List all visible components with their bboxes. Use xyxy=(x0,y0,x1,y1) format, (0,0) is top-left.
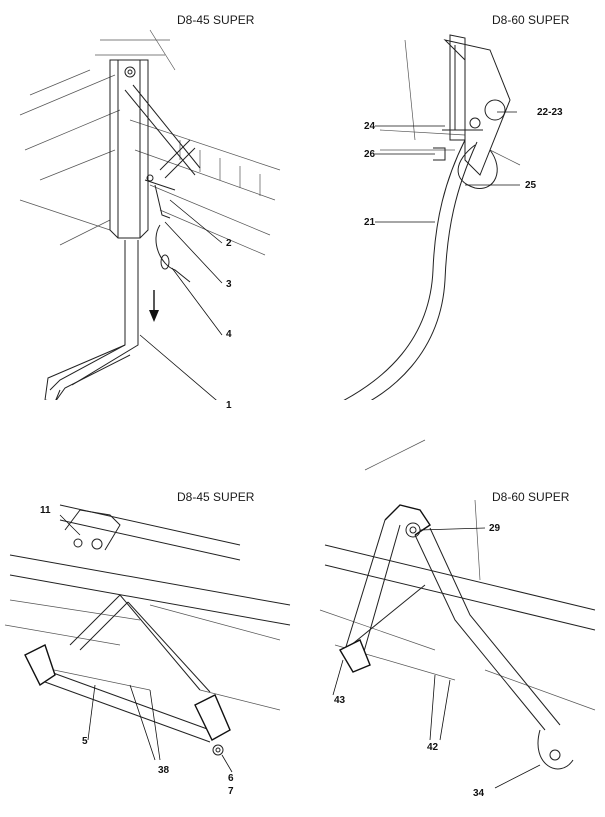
callout-label: 43 xyxy=(334,695,346,706)
s-tine-drawing xyxy=(343,34,521,400)
drawbar-drawing xyxy=(4,504,291,773)
callout-label: 38 xyxy=(158,765,170,776)
callout-label: 34 xyxy=(473,788,485,799)
callout-label: 24 xyxy=(364,121,376,132)
callout-label: 2 xyxy=(226,238,232,249)
callout-label: 5 xyxy=(82,736,88,747)
callout-label: 7 xyxy=(228,786,234,797)
callout-label: 3 xyxy=(226,279,232,290)
callout-label: 6 xyxy=(228,773,234,784)
panel-title: D8-45 SUPER xyxy=(177,490,255,504)
callout-label: 21 xyxy=(364,217,376,228)
callout-label: 29 xyxy=(489,523,501,534)
tine-assembly-drawing xyxy=(19,29,281,400)
callout-label: 4 xyxy=(226,329,232,340)
panel-d845-tine: D8-45 SUPER 2 3 4 xyxy=(0,0,300,400)
callout-label: 11 xyxy=(40,505,51,516)
panel-title: D8-45 SUPER xyxy=(177,13,255,27)
callout-label: 42 xyxy=(427,742,439,753)
panel-d845-hitch: D8-45 SUPER 11 5 38 6 7 xyxy=(0,410,300,810)
callout-label: 26 xyxy=(364,149,376,160)
three-point-hitch-drawing xyxy=(319,439,596,789)
panel-d860-tine: D8-60 SUPER 22-23 24 26 25 21 xyxy=(305,0,605,400)
callout-label: 1 xyxy=(226,400,232,411)
panel-d860-hitch: D8-60 SUPER 29 43 42 34 xyxy=(305,410,605,810)
panel-title: D8-60 SUPER xyxy=(492,490,570,504)
panel-title: D8-60 SUPER xyxy=(492,13,570,27)
callout-label: 25 xyxy=(525,180,537,191)
callout-label: 22-23 xyxy=(537,107,563,118)
